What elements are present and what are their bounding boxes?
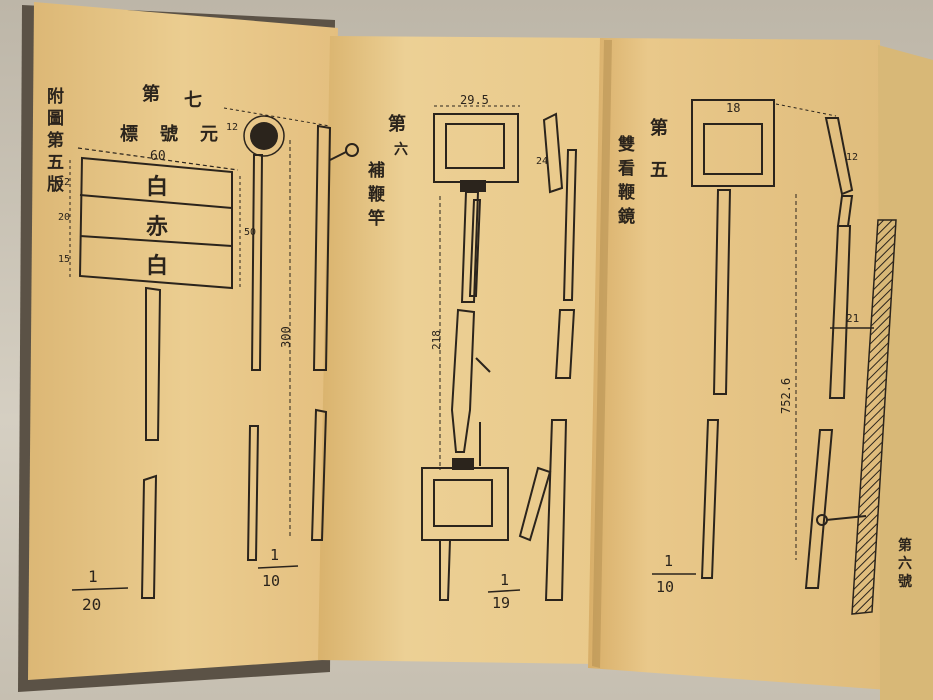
- right-scale-denominator: 10: [656, 578, 674, 596]
- mid-pole-upper: [460, 191, 480, 303]
- side-view-rod-lower: [544, 419, 568, 601]
- mid-pole-foot: [439, 539, 452, 601]
- middle-plate: 第 六 補 鞭 竿 29.5 218 24 1 19: [367, 93, 578, 612]
- lamp-disc: [250, 122, 278, 150]
- right-side-arm: [824, 117, 854, 196]
- side-caption-char-2: 圖: [47, 109, 64, 129]
- mid-title-name-1: 補: [367, 160, 385, 181]
- right-title-name-4: 鏡: [618, 206, 635, 227]
- left-plate: 附 圖 第 五 版 七 第 標 號 元 60 白 赤 白 12 20 15 50: [47, 83, 359, 614]
- right-plate: 第 五 雙 看 鞭 鏡 18 12 752.6 21 1 10 第: [617, 99, 912, 615]
- bottom-mirror-box: [421, 467, 509, 541]
- right-title-num-1: 第: [650, 117, 668, 139]
- bottom-mirror-glass: [433, 479, 493, 527]
- scale-b-denominator: 10: [262, 572, 280, 590]
- board-char-top: 白: [146, 174, 168, 200]
- title-name-char-2: 號: [160, 124, 178, 145]
- mid-width-dim: 29.5: [460, 93, 489, 107]
- scale-b-numerator: 1: [270, 546, 279, 564]
- corner-caption-char-2: 六: [898, 555, 912, 572]
- side-caption-char-3: 第: [47, 130, 64, 151]
- right-side-dim: 12: [846, 152, 858, 163]
- next-page-edge: [878, 45, 933, 700]
- scale-a-numerator: 1: [88, 567, 98, 586]
- scale-a-denominator: 20: [82, 595, 101, 614]
- plate-side-caption: 附 圖 第 五 版: [47, 86, 64, 195]
- mid-title-name-2: 鞭: [368, 184, 386, 205]
- mid-height-dim: 218: [430, 330, 443, 350]
- sign-pole-upper: [145, 286, 162, 441]
- right-width-dim: 18: [726, 101, 740, 115]
- left-plate-title: 七 第 標 號 元: [120, 83, 218, 145]
- right-page: [588, 38, 888, 690]
- side-view-rod-upper: [562, 149, 578, 301]
- side-view-rod-mid: [554, 309, 576, 379]
- board-height-dim-1: 12: [58, 177, 70, 188]
- left-page: [28, 2, 338, 680]
- middle-page: [318, 36, 610, 664]
- side-caption-char-5: 版: [47, 174, 64, 195]
- mid-title-num-2: 六: [394, 141, 408, 158]
- top-mirror-clamp: [460, 180, 486, 192]
- pole-height-dim: 300: [279, 326, 293, 348]
- corner-caption-char-1: 第: [898, 537, 912, 554]
- side-caption-char-1: 附: [47, 86, 64, 107]
- mid-side-dim: 24: [536, 156, 548, 167]
- right-mirror-box: [691, 99, 775, 187]
- side-view-leg: [518, 466, 552, 542]
- right-pole-upper: [712, 189, 732, 395]
- right-title-name-3: 鞭: [618, 182, 636, 203]
- sign-pole-lower: [140, 474, 158, 599]
- right-mirror-glass: [703, 123, 763, 175]
- corner-caption-char-3: 號: [898, 573, 912, 590]
- board-height-dim-3: 15: [58, 254, 70, 265]
- title-name-char-3: 標: [120, 123, 138, 145]
- page-fold-shadow: [592, 40, 612, 668]
- lamp-pole-upper: [250, 154, 264, 371]
- mid-pole-handle: [450, 308, 476, 453]
- side-rod-upper: [312, 124, 332, 371]
- board-total-dim: 50: [244, 227, 256, 238]
- right-title-name-2: 看: [617, 158, 635, 179]
- right-title-name-1: 雙: [618, 134, 635, 155]
- board-char-middle: 赤: [146, 214, 168, 240]
- side-view-mirror: [542, 112, 564, 194]
- top-mirror-glass: [445, 123, 505, 169]
- right-plate-title: 第 五 雙 看 鞭 鏡: [617, 117, 668, 227]
- board-height-dim-2: 20: [58, 212, 70, 223]
- lamp-dim: 12: [226, 122, 238, 133]
- right-rod-lower: [804, 429, 834, 589]
- mid-scale-denominator: 19: [492, 594, 510, 612]
- mid-title-name-3: 竿: [367, 208, 385, 229]
- right-scale-numerator: 1: [664, 552, 673, 570]
- corner-caption: 第 六 號: [898, 537, 912, 590]
- lamp-ring: [243, 115, 285, 157]
- right-height-dim: 752.6: [779, 378, 793, 414]
- mid-title-num-1: 第: [388, 113, 406, 135]
- hatched-wall: [851, 219, 897, 615]
- right-pole-lower: [700, 419, 720, 579]
- lamp-pole-lower: [246, 425, 260, 561]
- title-name-char-1: 元: [200, 124, 218, 145]
- middle-plate-title: 第 六 補 鞭 竿: [367, 113, 408, 229]
- right-gap-dim: 21: [846, 312, 859, 325]
- right-title-num-2: 五: [650, 160, 668, 181]
- side-rod-lower: [310, 408, 328, 541]
- hook-ring: [345, 143, 359, 157]
- mid-scale-numerator: 1: [500, 571, 509, 589]
- mid-pole-strip: [468, 199, 482, 297]
- board-width-dim: 60: [150, 149, 166, 164]
- title-num-char-2: 七: [184, 90, 202, 111]
- side-caption-char-4: 五: [47, 153, 64, 173]
- board-char-bottom: 白: [146, 253, 168, 279]
- title-num-char-1: 第: [142, 83, 160, 105]
- right-rod-upper: [828, 225, 852, 399]
